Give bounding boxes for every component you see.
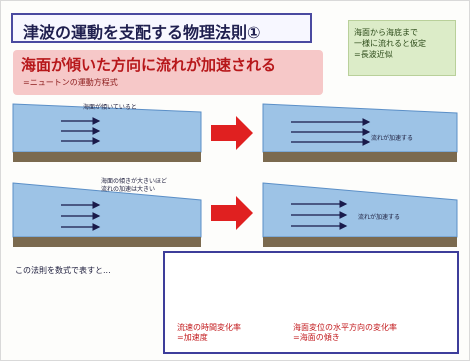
diagram-2-after (262, 182, 458, 247)
seabed (13, 152, 201, 162)
headline-box: 海面が傾いた方向に流れが加速される =ニュートンの運動方程式 (13, 50, 323, 95)
caption-left: 流速の時間変化率 =加速度 (177, 323, 241, 343)
assumption-note: 海面から海底まで 一様に流れると仮定 =長波近似 (348, 20, 456, 76)
slide-title: 津波の運動を支配する物理法則① (23, 23, 261, 42)
diagram-1-after (262, 103, 458, 162)
note-line-2: 一様に流れると仮定 (354, 39, 426, 48)
water-body (12, 103, 202, 153)
caption-right: 海面変位の水平方向の変化率 =海面の傾き (293, 323, 397, 343)
diagram-1-before (12, 103, 202, 162)
equation-box (163, 251, 459, 354)
diagram-2-after-label: 流れが加速する (358, 214, 401, 221)
headline: 海面が傾いた方向に流れが加速される (21, 56, 277, 74)
transition-arrow-2 (211, 196, 253, 230)
diagram-1-after-label: 流れが加速する (371, 135, 414, 142)
diagram-2-before (12, 182, 202, 247)
title-box: 津波の運動を支配する物理法則① (11, 13, 312, 43)
caption-right-line-1: 海面変位の水平方向の変化率 (293, 323, 397, 332)
caption-right-line-2: =海面の傾き (293, 333, 340, 342)
seabed (263, 152, 457, 162)
seabed (263, 237, 457, 247)
transition-arrow-1 (211, 116, 253, 150)
note-line-1: 海面から海底まで (354, 28, 418, 37)
caption-left-line-2: =加速度 (177, 333, 208, 342)
diagram-2-before-label-2: 流れの加速は大きい (101, 186, 156, 193)
caption-left-line-1: 流速の時間変化率 (177, 323, 241, 332)
diagram-2-before-label-1: 海面の傾きが大きいほど (101, 178, 168, 185)
subheadline: =ニュートンの運動方程式 (23, 78, 118, 87)
water-body (262, 182, 458, 238)
water-body (262, 103, 458, 153)
seabed (13, 237, 201, 247)
equation-intro: この法則を数式で表すと... (15, 266, 111, 275)
note-line-3: =長波近似 (354, 50, 393, 59)
diagram-1-before-label: 海面が傾いていると (83, 104, 137, 111)
